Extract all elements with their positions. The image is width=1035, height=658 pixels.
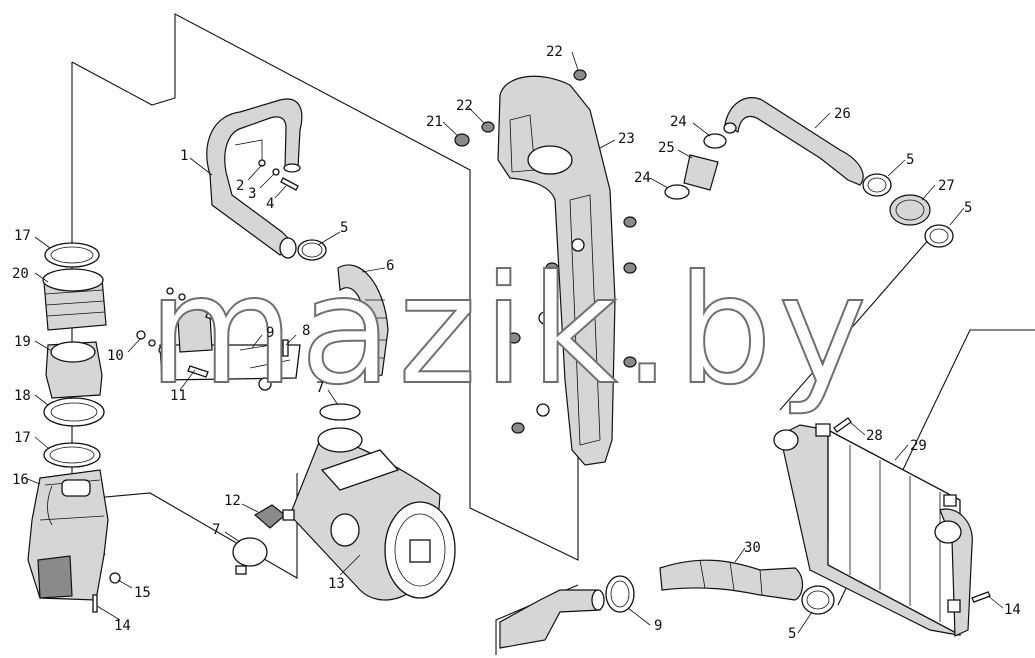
callout-5-right-a: 5 — [906, 152, 914, 168]
callout-8: 8 — [302, 323, 310, 339]
washer-15 — [109, 572, 121, 584]
callout-17-lower: 17 — [14, 430, 31, 446]
callout-4: 4 — [266, 196, 274, 212]
callout-13: 13 — [328, 576, 345, 592]
mount-bracket-9 — [136, 287, 301, 391]
bellows-20 — [42, 268, 107, 331]
nut-22-a — [481, 121, 495, 133]
clamp-24-bottom — [664, 184, 690, 200]
clamp-9-bottom — [605, 575, 635, 613]
coupler-25 — [683, 154, 719, 191]
callout-14-right: 14 — [1004, 602, 1021, 618]
hose-6 — [337, 264, 389, 381]
callout-9-bracket: 9 — [266, 325, 274, 341]
callout-5-right-b: 5 — [964, 200, 972, 216]
gasket-18 — [43, 397, 105, 427]
clamp-5-right-b — [924, 224, 954, 248]
callout-20: 20 — [12, 266, 29, 282]
gasket-17-lower — [43, 442, 101, 468]
callout-30: 30 — [744, 540, 761, 556]
elbow-pipe-bottom — [499, 589, 605, 649]
nut-22-b — [573, 69, 587, 81]
callout-25: 25 — [658, 140, 675, 156]
callout-5-bottom: 5 — [788, 626, 796, 642]
adapter-19 — [45, 341, 103, 399]
nut-21 — [454, 133, 470, 147]
callout-18: 18 — [14, 388, 31, 404]
bolt-14-left — [92, 594, 98, 613]
bolt-28 — [833, 417, 852, 433]
bellows-27 — [889, 194, 931, 226]
callout-15: 15 — [134, 585, 151, 601]
callout-6: 6 — [386, 258, 394, 274]
callout-22-a: 22 — [456, 98, 473, 114]
bolt-set-2-3-4 — [258, 159, 299, 191]
intake-pipe-1 — [206, 98, 303, 259]
callout-labels: 1 2 3 4 5 6 7 8 9 10 11 12 13 14 15 16 1… — [12, 44, 1021, 642]
intercooler-29 — [773, 423, 973, 637]
air-intake-housing — [27, 469, 109, 601]
duct-side-nuts — [507, 216, 637, 434]
callout-17-upper: 17 — [14, 228, 31, 244]
clamp-24-top — [703, 133, 727, 149]
clamp-7-lower — [232, 537, 268, 575]
callout-9-bottom: 9 — [654, 618, 662, 634]
callout-24-top: 24 — [670, 114, 687, 130]
callout-3: 3 — [248, 186, 256, 202]
sensor-12 — [253, 504, 295, 529]
watermark: mazik.by — [147, 243, 873, 419]
callout-2: 2 — [236, 178, 244, 194]
callout-22-b: 22 — [546, 44, 563, 60]
hose-26 — [723, 97, 864, 186]
clamp-5-right-a — [862, 173, 892, 197]
callout-24-bottom: 24 — [634, 170, 651, 186]
gasket-17-upper — [44, 242, 100, 268]
callout-10: 10 — [107, 348, 124, 364]
clamp-5-bottom — [801, 585, 835, 615]
callout-26: 26 — [834, 106, 851, 122]
clamp-5-top — [297, 239, 327, 261]
callout-14-left: 14 — [114, 618, 131, 634]
callout-19: 19 — [14, 334, 31, 350]
callout-27: 27 — [938, 178, 955, 194]
callout-12: 12 — [224, 493, 241, 509]
callout-23: 23 — [618, 131, 635, 147]
charge-air-duct-23 — [497, 75, 616, 466]
callout-1: 1 — [180, 148, 188, 164]
leader-lines — [24, 51, 1004, 634]
clamp-7-upper — [319, 403, 361, 421]
callout-5-top: 5 — [340, 220, 348, 236]
callout-21: 21 — [426, 114, 443, 130]
callout-7-lower: 7 — [212, 522, 220, 538]
watermark-text: mazik.by — [148, 244, 873, 418]
air-filter-13 — [289, 427, 456, 601]
hose-30 — [659, 559, 804, 601]
callout-28: 28 — [866, 428, 883, 444]
callout-29: 29 — [910, 438, 927, 454]
callout-16: 16 — [12, 472, 29, 488]
callout-7-upper: 7 — [316, 380, 324, 396]
bolt-14-right — [971, 591, 991, 603]
callout-11: 11 — [170, 388, 187, 404]
